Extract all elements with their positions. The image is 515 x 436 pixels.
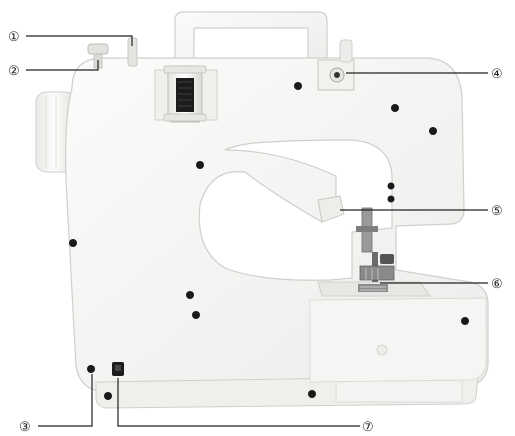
leader-line-7 [117, 378, 360, 427]
callout-4-label: ④ [491, 67, 503, 82]
screw [192, 311, 200, 319]
thread-spool [154, 65, 218, 123]
screw [391, 104, 399, 112]
thread-tension-unit [317, 39, 355, 91]
screw [104, 392, 112, 400]
screw [429, 127, 437, 135]
screw [294, 82, 302, 90]
callout-1-label: ① [8, 30, 20, 45]
screw [461, 317, 469, 325]
needle-assembly [317, 195, 395, 282]
screw [308, 390, 316, 398]
callout-5: ⑤ [491, 204, 503, 219]
screw [186, 291, 194, 299]
callout-4: ④ [491, 67, 503, 82]
leader-line-2 [26, 60, 99, 71]
callout-1: ① [8, 30, 20, 45]
body-screws [69, 82, 469, 400]
callout-7: ⑦ [362, 420, 374, 435]
callout-6: ⑥ [491, 277, 503, 292]
callout-6-label: ⑥ [491, 277, 503, 292]
callout-7-label: ⑦ [362, 420, 374, 435]
callout-3-label: ③ [19, 420, 31, 435]
panel-button [376, 344, 388, 356]
feed-dogs [358, 284, 388, 292]
screw [387, 195, 395, 203]
callout-5-label: ⑤ [491, 204, 503, 219]
callout-3: ③ [19, 420, 31, 435]
leader-lines [26, 35, 488, 427]
callout-2-label: ② [8, 64, 20, 79]
free-arm-panel [309, 297, 487, 383]
callout-2: ② [8, 64, 20, 79]
leader-line-3 [38, 374, 93, 427]
screw [69, 239, 77, 247]
screw [387, 182, 395, 190]
foot-control-socket [112, 362, 124, 376]
screw [196, 161, 204, 169]
power-switch [87, 365, 95, 373]
leader-line-1 [26, 35, 133, 46]
base-accessory-tray [335, 379, 463, 403]
